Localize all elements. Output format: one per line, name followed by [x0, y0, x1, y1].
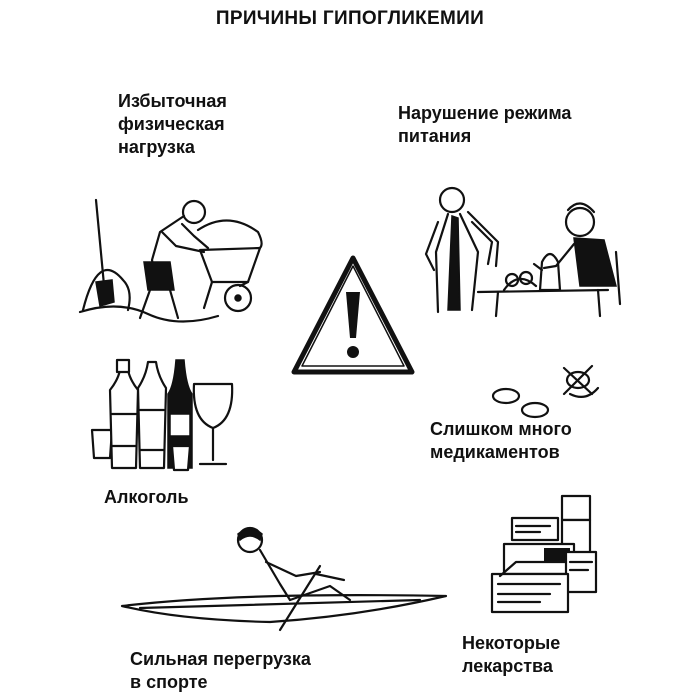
cause-label-diet-violation: Нарушение режима питания: [398, 103, 572, 146]
cause-label-physical-load: Избыточная физическая нагрузка: [118, 91, 227, 157]
warning-triangle-icon: [290, 252, 416, 378]
medicine-boxes-icon: [490, 492, 598, 616]
worker-wheelbarrow-icon: [78, 190, 278, 330]
meal-table-icon: [408, 182, 623, 322]
page-title: ПРИЧИНЫ ГИПОГЛИКЕМИИ: [215, 8, 485, 29]
cause-label-some-medicines: Некоторые лекарства: [462, 633, 561, 676]
rowing-boat-icon: [120, 522, 450, 632]
cause-label-too-many-drugs: Слишком много медикаментов: [430, 419, 572, 462]
pills-icon: [488, 362, 608, 424]
cause-label-sport-overload: Сильная перегрузка в спорте: [130, 649, 311, 692]
alcohol-bottles-icon: [90, 350, 240, 475]
cause-label-alcohol: Алкоголь: [104, 487, 189, 507]
